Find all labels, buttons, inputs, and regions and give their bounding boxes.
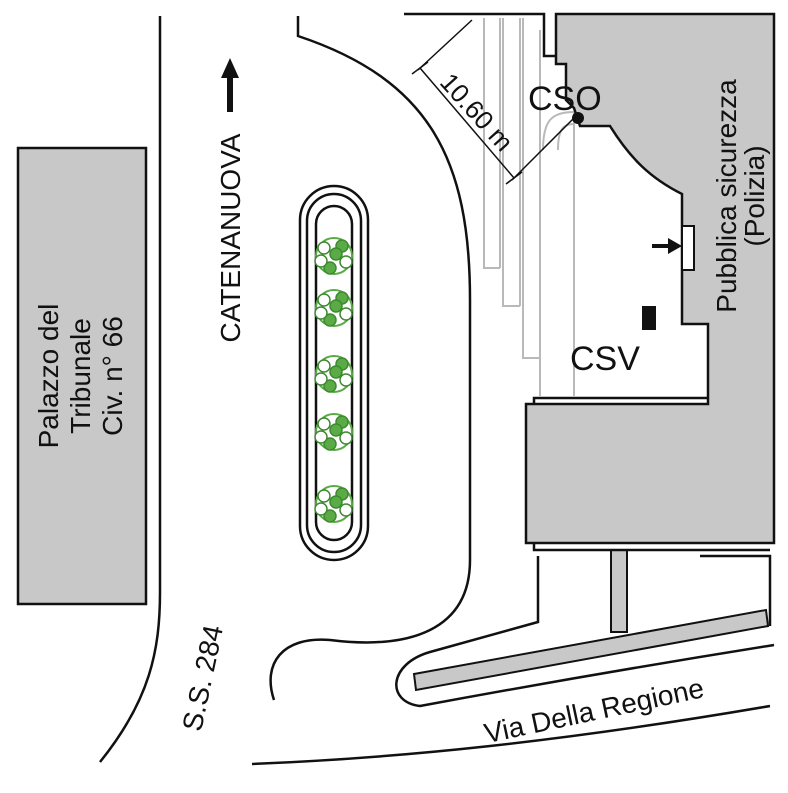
parking-line-5 xyxy=(522,18,540,359)
tribunale-label-line3: Civ. n° 66 xyxy=(97,316,128,436)
csv-marker: CSV xyxy=(570,306,656,378)
dimension-line xyxy=(419,67,515,179)
dimension-tick-top xyxy=(411,61,429,75)
parking-lines xyxy=(483,18,575,396)
road-right-edge xyxy=(269,16,472,701)
median-outer xyxy=(298,184,370,562)
diagonal-strip xyxy=(412,608,770,692)
cso-label: CSO xyxy=(528,80,602,118)
tree-icon xyxy=(314,355,353,393)
median-trees xyxy=(314,237,353,523)
road-via-label: Via Della Regione xyxy=(481,672,706,749)
tree-icon xyxy=(314,485,353,523)
road-connector-edge xyxy=(700,554,772,626)
grey-strips xyxy=(412,549,770,692)
tribunale-building: Palazzo del Tribunale Civ. n° 66 xyxy=(16,146,148,606)
tribunale-label-line1: Palazzo del xyxy=(33,304,64,449)
median-middle xyxy=(305,192,363,554)
dimension-extension-top xyxy=(417,19,473,71)
via-regione-lower-edge xyxy=(251,704,771,766)
road-left-edge xyxy=(99,16,162,763)
dimension-annotation xyxy=(411,19,575,185)
vertical-strip xyxy=(610,549,628,633)
csv-label: CSV xyxy=(570,340,640,378)
police-label-line1: Pubblica sicurezza xyxy=(711,79,742,313)
dimension-extension-bottom xyxy=(511,117,575,181)
cso-dot xyxy=(572,112,584,124)
parking-line-3 xyxy=(502,18,520,307)
via-regione-upper-edge xyxy=(395,556,775,708)
direction-label: CATENANUOVA xyxy=(215,133,246,342)
arrow-right-icon xyxy=(652,238,682,254)
police-building xyxy=(404,12,776,552)
road-edges xyxy=(99,16,775,766)
police-label-line2: (Polizia) xyxy=(739,145,770,246)
dimension-label: 10.60 m xyxy=(434,67,519,157)
parking-line-8 xyxy=(557,123,575,151)
tribunale-label-line2: Tribunale xyxy=(65,318,96,434)
parking-line-7 xyxy=(542,110,575,396)
cso-marker: CSO xyxy=(528,80,602,124)
tree-icon xyxy=(314,289,353,327)
parking-line-1 xyxy=(483,18,500,269)
arrow-up-icon xyxy=(221,58,239,112)
tree-icon xyxy=(314,237,353,275)
dimension-tick-bottom xyxy=(505,171,523,185)
csv-box xyxy=(642,306,656,330)
road-ss-label: S.S. 284 xyxy=(176,622,229,734)
tribunale-building-shape xyxy=(16,146,148,606)
tree-icon xyxy=(314,413,353,451)
police-entrance-door xyxy=(681,225,695,271)
